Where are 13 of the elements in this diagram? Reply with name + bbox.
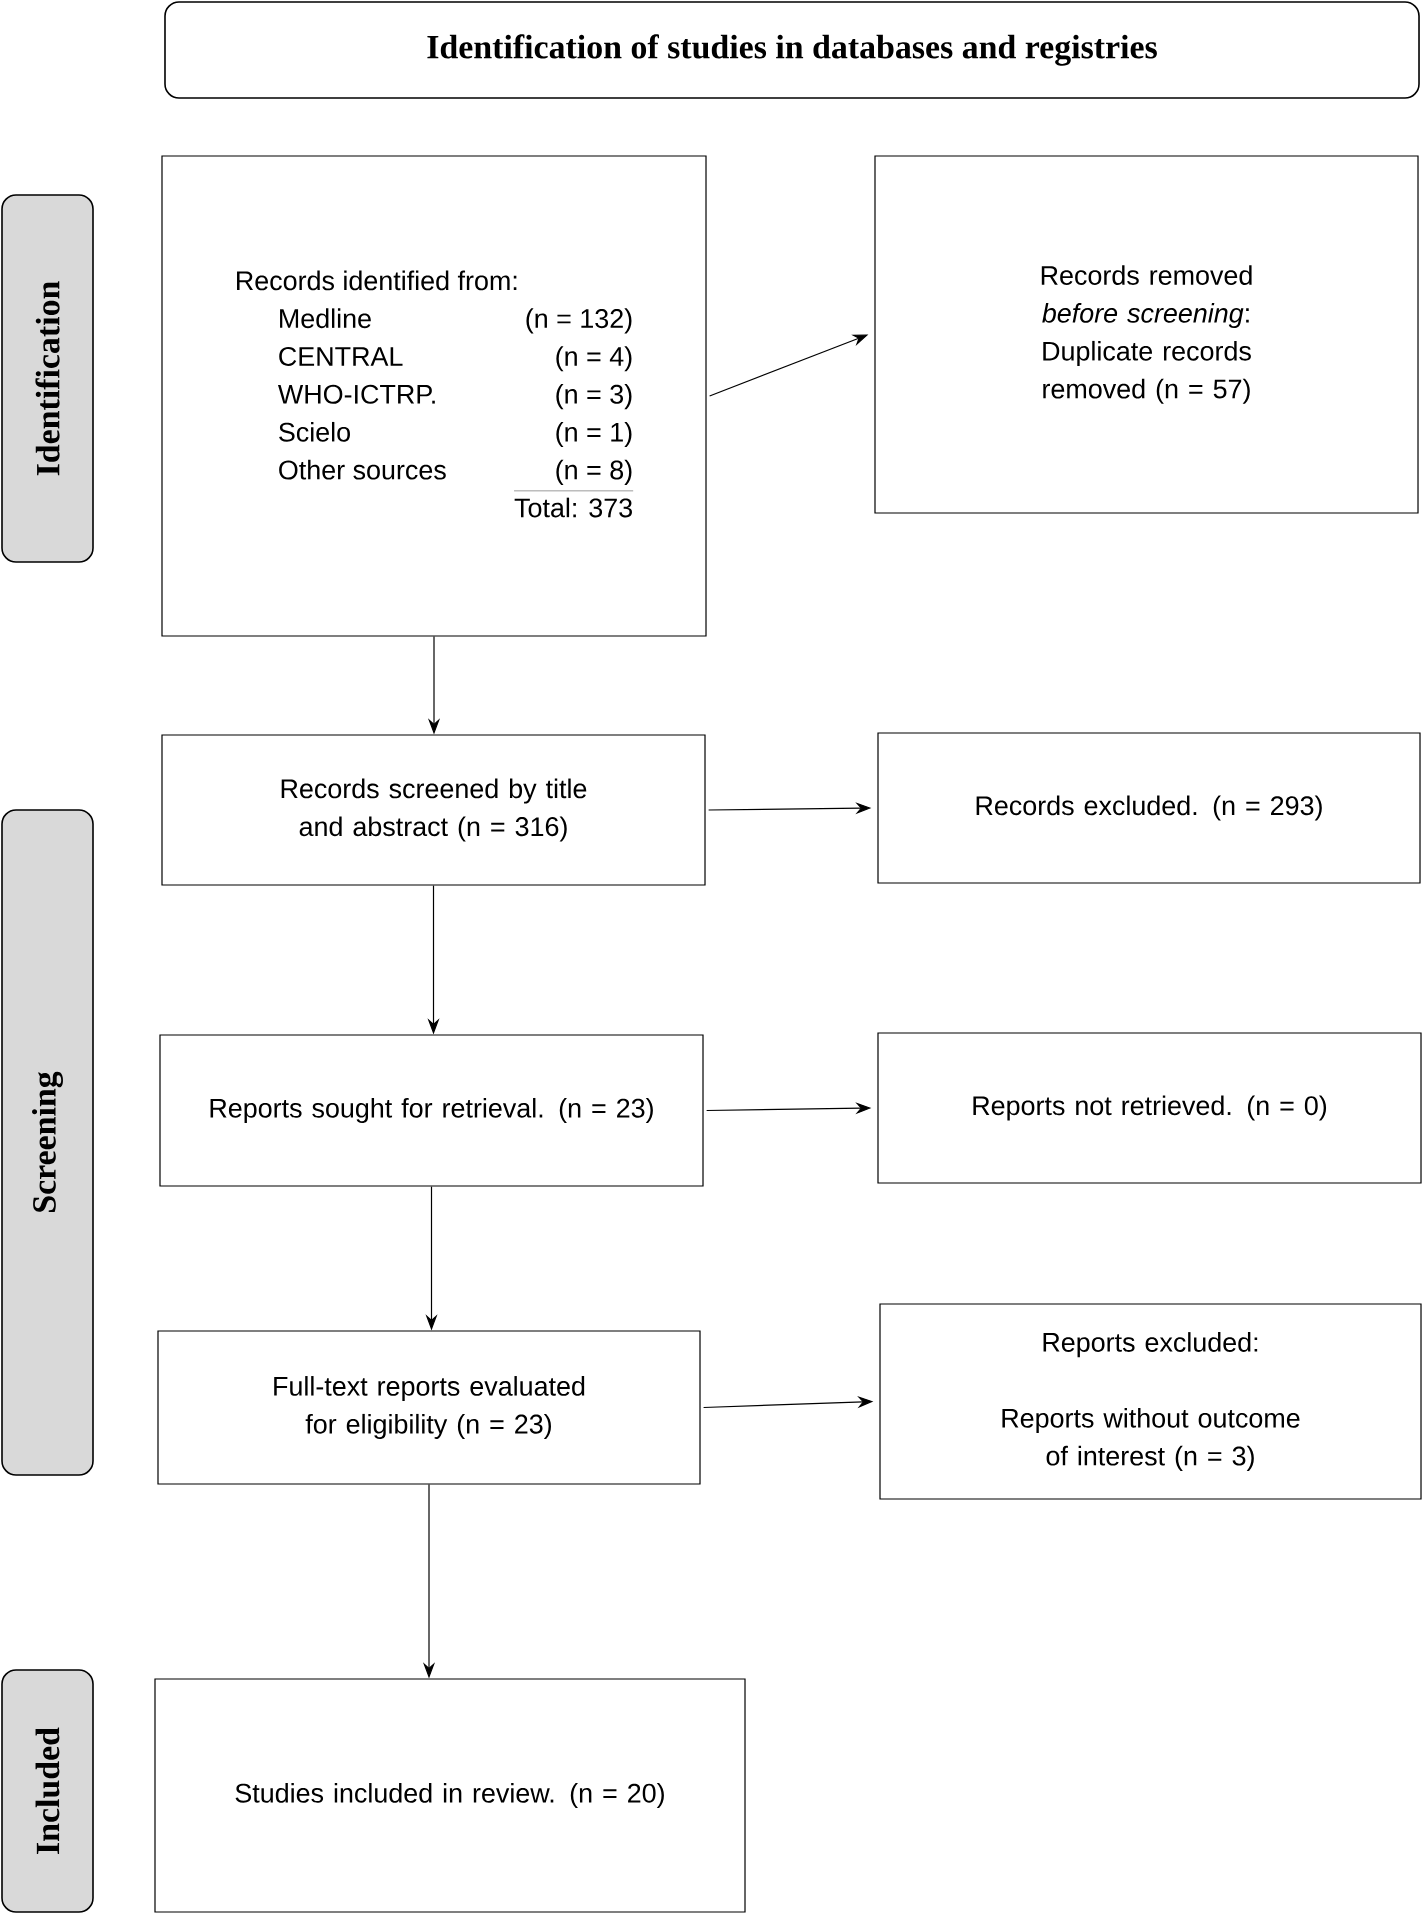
header-box: Identification of studies in databases and registries — [164, 1, 1420, 99]
exclusion-box: Records removed before screening: Duplicate records removed (n = 57) — [874, 155, 1419, 514]
process-box: Reports sought for retrieval. (n = 23) — [159, 1034, 704, 1187]
stage-band: Screening — [1, 809, 94, 1476]
process-box: Full-text reports evaluated for eligibility (n = 23) — [157, 1330, 701, 1485]
exclusion-box: Records excluded. (n = 293) — [877, 732, 1421, 884]
exclusion-box: Reports excluded: Reports without outcome of interest (n = 3) — [879, 1303, 1422, 1500]
stage-band: Included — [1, 1669, 94, 1913]
process-box: Studies included in review. (n = 20) — [154, 1678, 746, 1913]
process-box: Records identified from: Medline (n = 132) CENTRAL (n = 4) WHO-ICTRP. (n = 3) Scielo (n = 1) Other sources (n = 8) Total: 373 — [161, 155, 707, 637]
exclusion-box: Reports not retrieved. (n = 0) — [877, 1032, 1422, 1184]
process-box: Records screened by title and abstract (n = 316) — [161, 734, 706, 886]
stage-band: Identification — [1, 194, 94, 563]
